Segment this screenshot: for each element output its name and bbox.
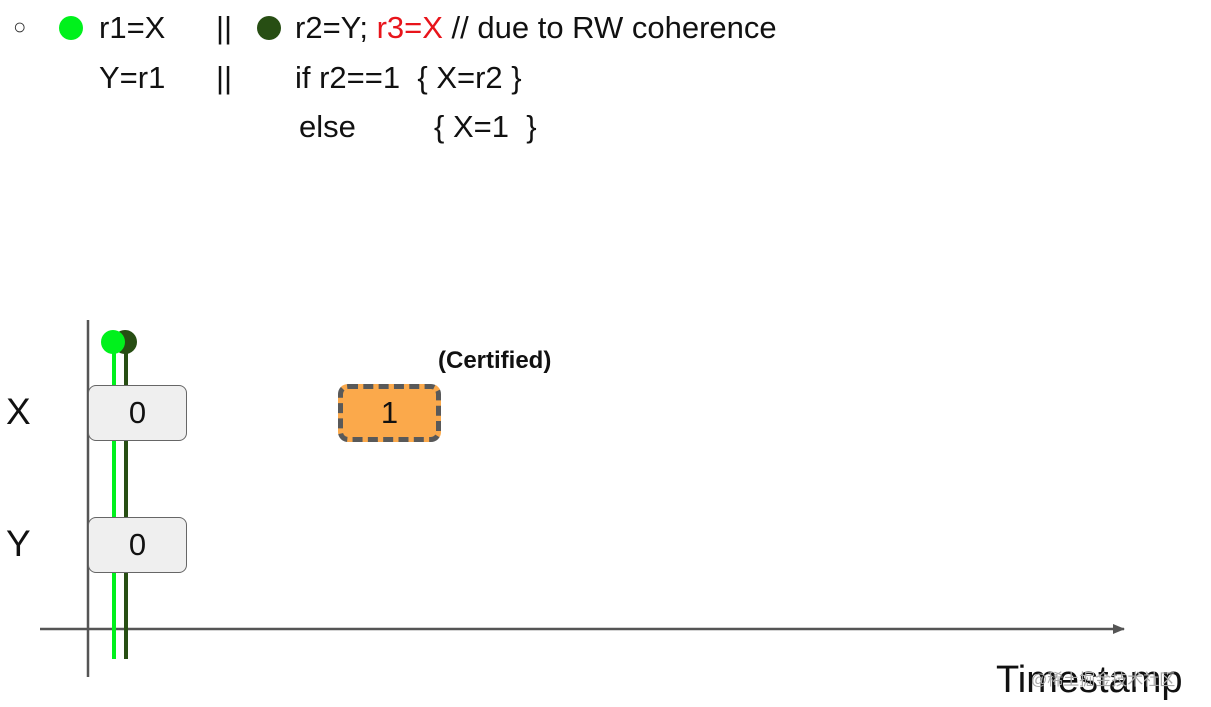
certified-label: (Certified): [438, 347, 552, 374]
row-label-x: X: [6, 391, 31, 432]
thread2-dot: [257, 16, 281, 40]
x-initial-value-cell: 0: [88, 385, 187, 441]
thread2-line2: if r2==1 { X=r2 }: [295, 60, 522, 95]
thread-separator-2: ||: [216, 60, 233, 95]
x-certified-value-cell: 1: [338, 384, 441, 442]
thread1-dot: [59, 16, 83, 40]
thread2-line3-body: { X=1 }: [434, 109, 537, 144]
thread2-line1-read: r2=Y;: [295, 10, 377, 45]
thread2-line1-comment: // due to RW coherence: [442, 10, 777, 45]
thread1-line2: Y=r1: [99, 60, 166, 95]
row-label-y: Y: [6, 523, 31, 564]
thread-separator-1: ||: [216, 10, 233, 45]
watermark: @稀土掘金技术社区: [1031, 672, 1176, 689]
y-initial-value-cell: 0: [88, 517, 187, 573]
thread1-line1: r1=X: [99, 10, 166, 45]
thread2-line1: r2=Y; r3=X // due to RW coherence: [295, 12, 777, 43]
timestamp-axis-label: Timestamp: [996, 659, 1183, 701]
list-bullet: ○: [13, 14, 27, 39]
thread1-timeline-dot: [101, 330, 125, 354]
thread2-line1-highlight: r3=X: [376, 10, 443, 45]
thread2-line3-else: else: [299, 109, 356, 144]
